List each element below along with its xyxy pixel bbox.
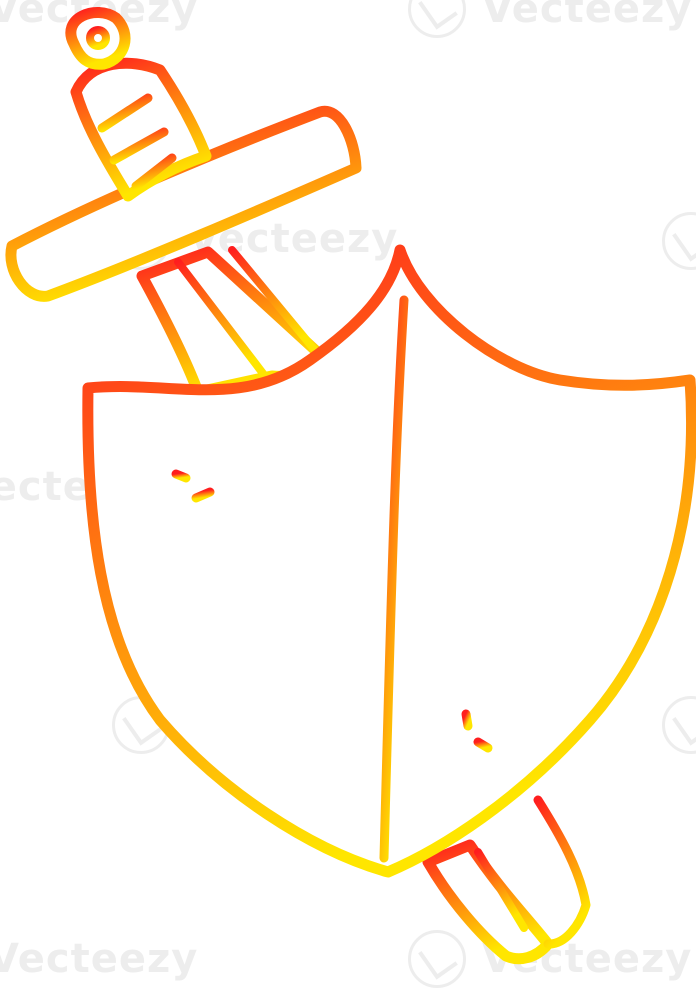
grip-wrap-line [109, 127, 169, 165]
shine-mark [473, 737, 493, 753]
sword-blade-tip-edge [533, 795, 591, 949]
sword-grip [70, 57, 212, 202]
pommel-hole [86, 26, 110, 50]
shield-center-line [379, 295, 409, 863]
sword-blade-fuller [174, 258, 272, 384]
grip-wrap-line [97, 93, 153, 133]
shine-mark [461, 709, 473, 731]
sword-blade-tip-fuller [474, 848, 528, 932]
grip-wrap-line [131, 153, 177, 191]
shine-mark [191, 487, 215, 503]
sword-blade-fuller-2 [228, 246, 322, 358]
shine-mark [171, 469, 191, 483]
